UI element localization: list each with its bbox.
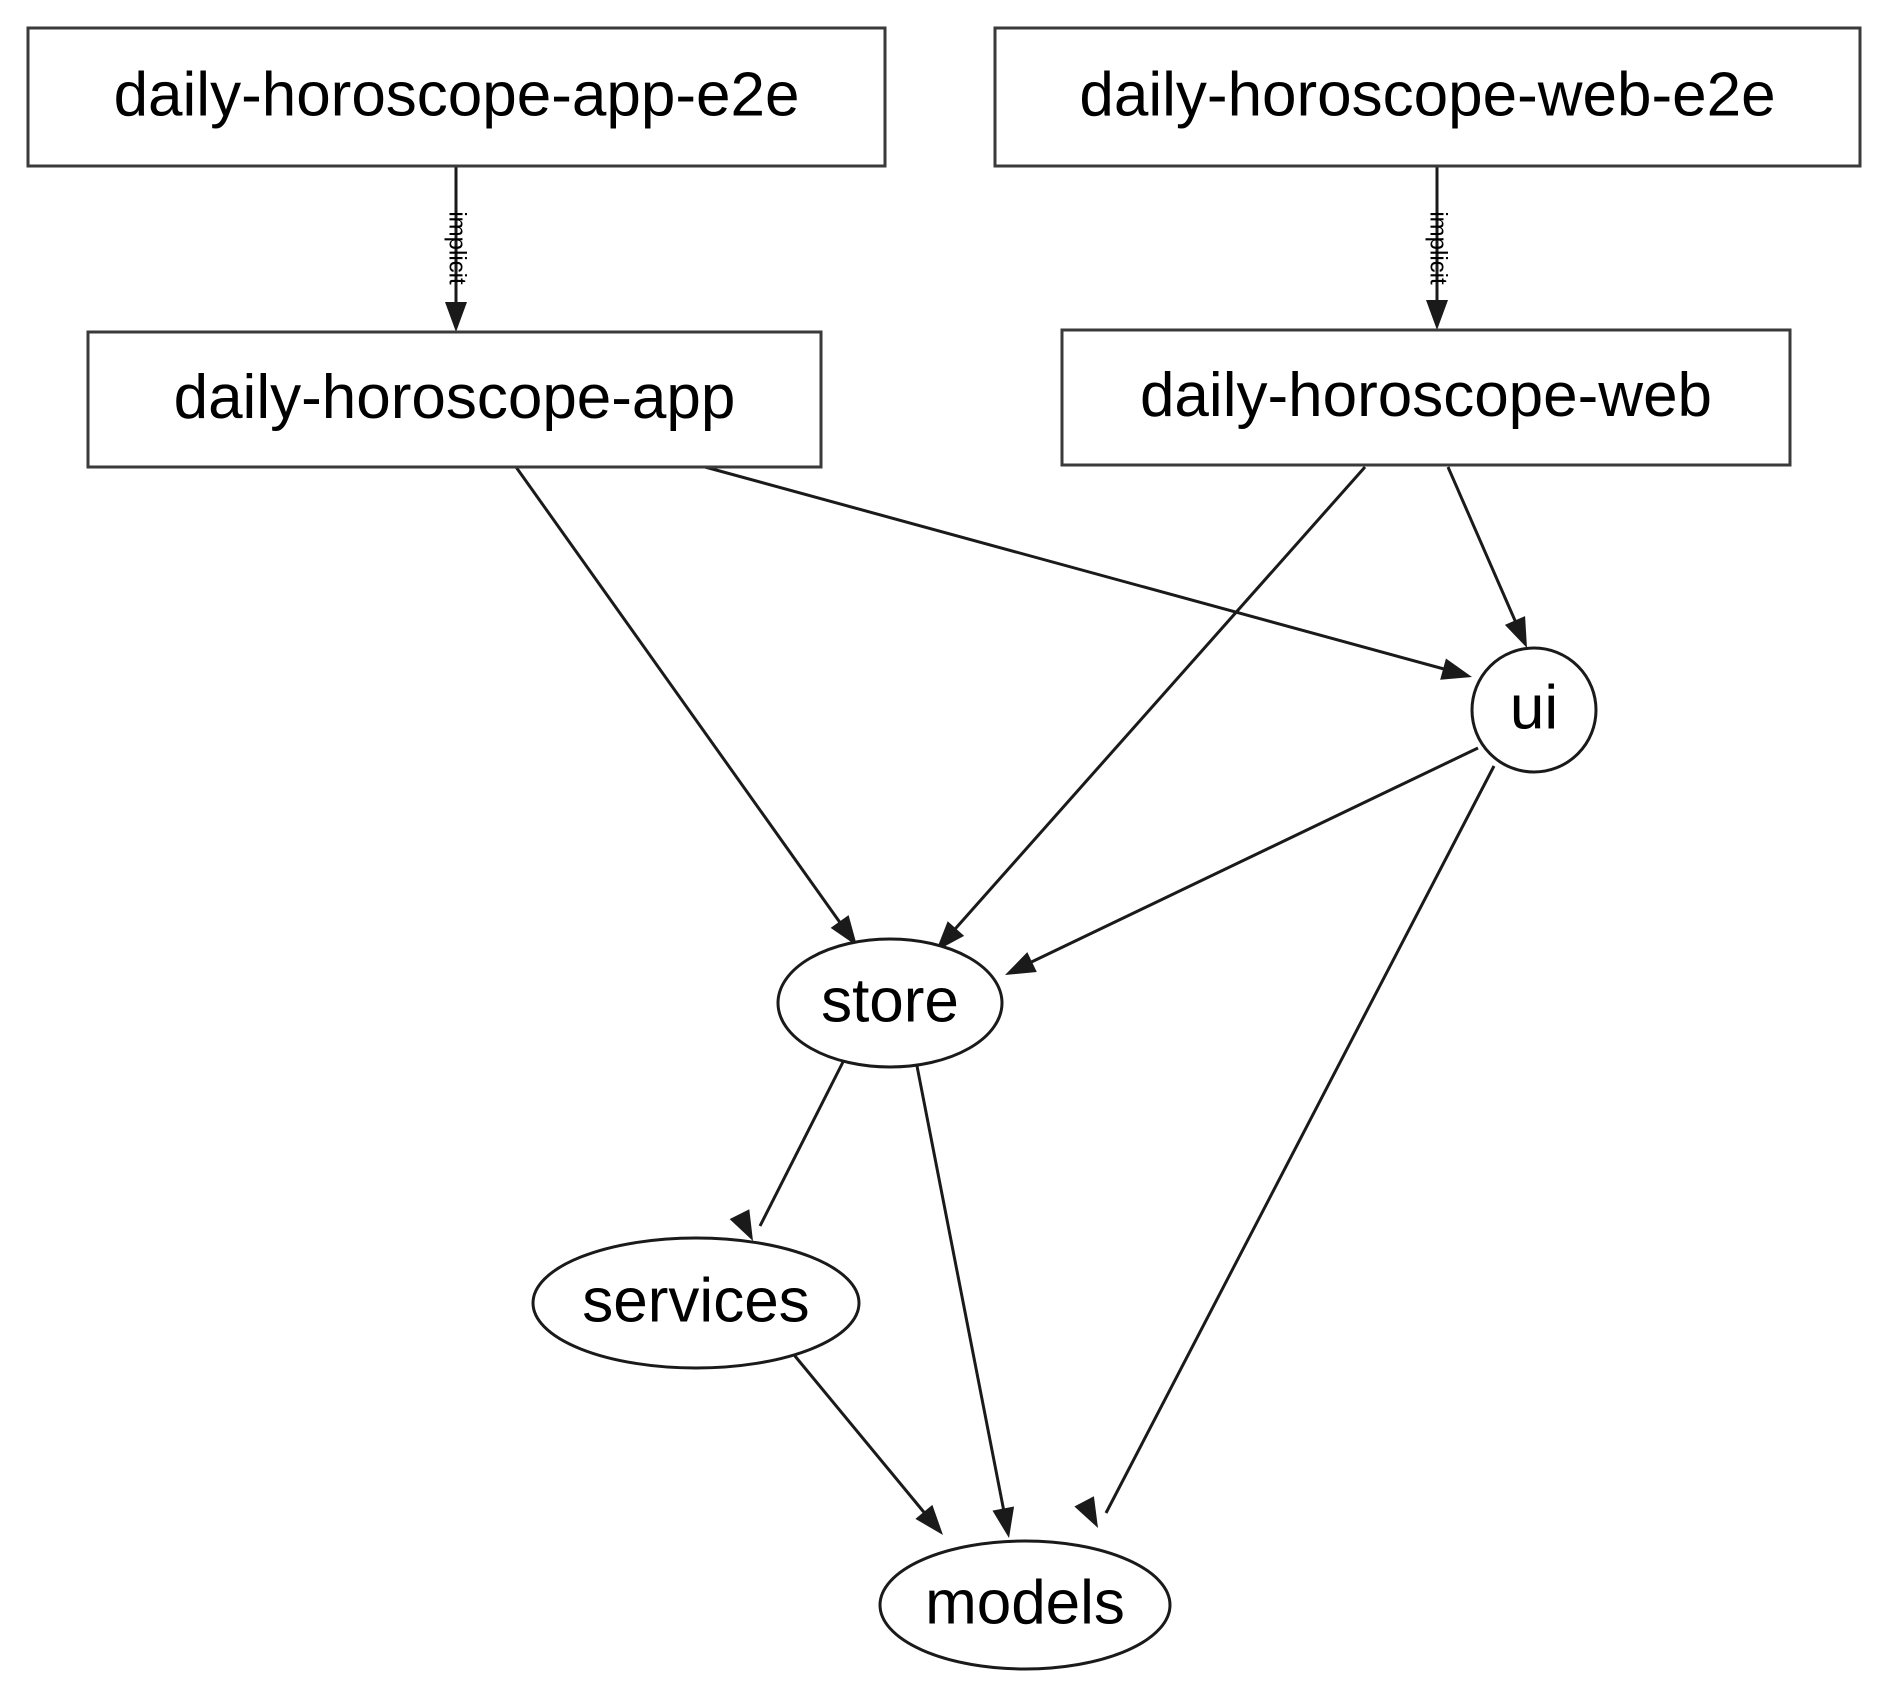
- graph-edge-daily-horoscope-app-e2e-to-daily-horoscope-app[interactable]: [445, 166, 467, 332]
- graph-edge-services-to-models[interactable]: [788, 1349, 951, 1542]
- edge-line: [1446, 466, 1522, 633]
- edge-arrowhead-icon: [445, 302, 467, 332]
- node-ellipse-shape: [878, 1539, 1172, 1671]
- node-rect-shape: [26, 26, 887, 168]
- node-label: daily-horoscope-web-e2e: [1079, 60, 1775, 129]
- edge-arrowhead-icon: [915, 1504, 943, 1535]
- graph-edge-ui-to-store[interactable]: [1000, 746, 1479, 985]
- edges-layer: [445, 166, 1537, 1542]
- edge-line: [758, 1059, 846, 1227]
- edge-labels-layer: implicit implicit: [444, 211, 1452, 285]
- node-rect-shape: [86, 330, 823, 469]
- graph-node-daily-horoscope-app-e2e[interactable]: daily-horoscope-app-e2e: [26, 26, 887, 168]
- edge-label-implicit: implicit: [1425, 211, 1452, 285]
- edge-line: [514, 466, 848, 932]
- node-label: services: [582, 1266, 809, 1335]
- edge-arrowhead-icon: [1440, 658, 1472, 680]
- node-ellipse-shape: [1470, 646, 1598, 774]
- node-rect-shape: [993, 26, 1862, 168]
- graph-node-daily-horoscope-app[interactable]: daily-horoscope-app: [86, 330, 823, 469]
- graph-node-models[interactable]: models: [878, 1539, 1172, 1671]
- node-label: models: [925, 1568, 1125, 1637]
- edge-arrowhead-icon: [1504, 616, 1527, 648]
- node-ellipse-shape: [776, 937, 1004, 1069]
- graph-node-daily-horoscope-web-e2e[interactable]: daily-horoscope-web-e2e: [993, 26, 1862, 168]
- edge-line: [915, 1065, 1008, 1523]
- graph-node-ui[interactable]: ui: [1470, 646, 1598, 774]
- nodes-layer: daily-horoscope-app-e2e daily-horoscope-w…: [26, 26, 1862, 1671]
- graph-node-daily-horoscope-web[interactable]: daily-horoscope-web: [1060, 328, 1792, 467]
- edge-arrowhead-icon: [1074, 1496, 1098, 1528]
- edge-arrowhead-icon: [992, 1506, 1015, 1538]
- edge-line: [704, 465, 1456, 674]
- edge-line: [788, 1349, 934, 1523]
- node-label: store: [821, 966, 959, 1035]
- node-ellipse-shape: [531, 1236, 861, 1370]
- graph-node-store[interactable]: store: [776, 937, 1004, 1069]
- node-label: daily-horoscope-app-e2e: [114, 60, 800, 129]
- graph-edge-store-to-models[interactable]: [915, 1065, 1020, 1540]
- edge-line: [1020, 746, 1479, 969]
- graph-edge-daily-horoscope-web-to-ui[interactable]: [1446, 466, 1537, 652]
- graph-edge-daily-horoscope-app-to-store[interactable]: [514, 466, 866, 952]
- edge-arrowhead-icon: [936, 921, 965, 951]
- node-rect-shape: [1060, 328, 1792, 467]
- edge-arrowhead-icon: [1426, 300, 1448, 330]
- edge-label-implicit: implicit: [444, 211, 471, 285]
- graph-edge-daily-horoscope-web-e2e-to-daily-horoscope-web[interactable]: [1426, 166, 1448, 330]
- edge-arrowhead-icon: [729, 1209, 753, 1241]
- node-label: daily-horoscope-web: [1140, 361, 1712, 430]
- graph-edge-daily-horoscope-web-to-store[interactable]: [928, 466, 1367, 958]
- edge-line: [946, 466, 1367, 938]
- edge-line: [1104, 765, 1496, 1514]
- graph-edge-daily-horoscope-app-to-ui[interactable]: [704, 465, 1475, 688]
- node-label: ui: [1510, 673, 1558, 742]
- graph-node-services[interactable]: services: [531, 1236, 861, 1370]
- node-label: daily-horoscope-app: [174, 363, 736, 432]
- edge-arrowhead-icon: [830, 915, 857, 946]
- graph-edge-store-to-services[interactable]: [729, 1059, 846, 1246]
- edge-arrowhead-icon: [1005, 952, 1037, 975]
- graph-edge-ui-to-models[interactable]: [1074, 765, 1496, 1533]
